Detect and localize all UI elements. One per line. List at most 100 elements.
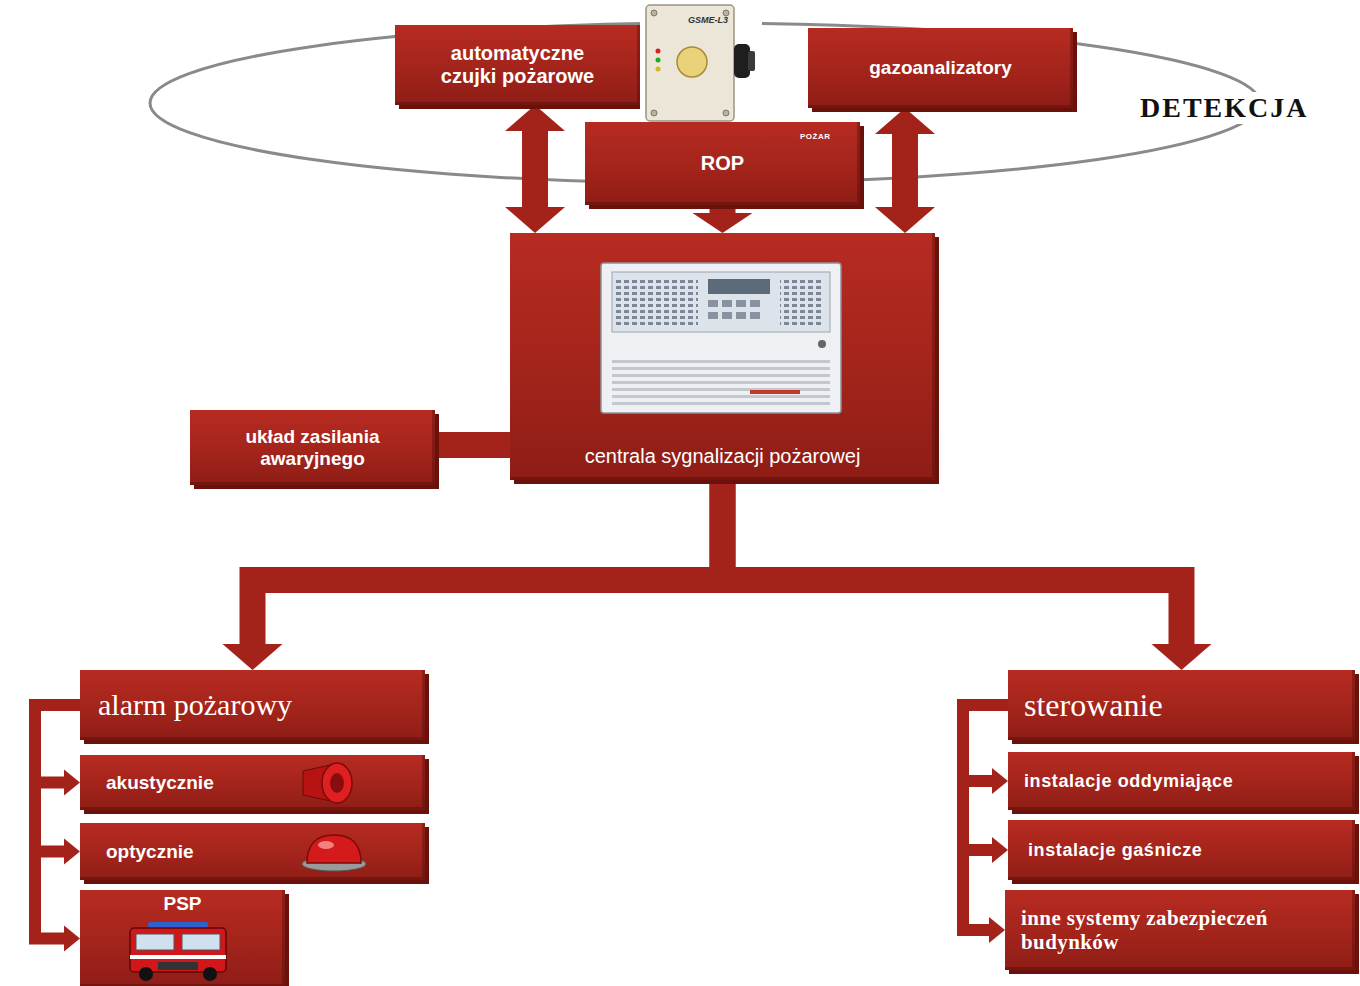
detector-box: automatyczne czujki pożarowe [395,25,640,105]
connector-arrow [963,705,1008,943]
connector-arrow [35,705,80,952]
box-text: PSP [90,893,275,915]
decor-rect [130,928,226,972]
decor-path [307,835,361,863]
arrow-head [875,207,935,233]
decor-circle [723,110,729,116]
box-text: optycznie [106,841,285,863]
control-panel-picture [600,262,842,414]
decor-rect [601,263,841,413]
connector-shaft [963,705,1008,850]
connector-shaft [892,134,918,207]
connector-shaft [522,131,548,207]
connector-shaft [963,705,1008,781]
connector-shaft [35,705,80,939]
connector-shaft [35,705,80,783]
box-text: centrala sygnalizacji pożarowej [520,445,925,468]
arrow-head [64,839,80,865]
connector-arrow [963,705,1008,794]
fire-brigade-box: PSP [80,890,285,986]
decor-circle [651,10,657,16]
decor-rect [616,278,698,326]
connector-arrow [223,480,723,670]
control-header-box: sterowanie [1008,670,1355,740]
decor-circle [651,110,657,116]
box-text: ROP [668,152,778,175]
box-text: inne systemy zabezpieczeń budynków [1021,906,1276,954]
arrow-head [223,644,283,670]
connector-shaft [710,205,736,213]
connector-arrow [35,705,80,796]
connector-shaft [253,480,723,644]
decor-rect [750,390,800,394]
power-supply-box: układ zasilania awaryjnego [190,410,435,485]
decor-rect [722,312,732,319]
connector-arrow [875,108,935,233]
decor-rect [780,278,824,326]
decor-rect [736,300,746,307]
connector-arrow [723,480,1212,670]
decor-circle [656,67,661,72]
arrow-head [989,917,1005,943]
section-label: DETEKCJA [1136,92,1312,124]
box-text: układ zasilania awaryjnego [218,426,408,470]
connector-arrow [693,205,753,233]
decor-circle [656,49,661,54]
device-model-label: GSME-L3 [688,15,728,25]
arrow-head [875,108,935,134]
connector-shaft [963,705,1008,930]
decor-rect [734,44,750,78]
decor-ellipse [318,841,334,849]
gas-analyzer-box: gazoanalizatory [808,28,1073,108]
extinguishing-box: instalacje gaśnicze [1008,820,1355,880]
arrow-head [64,926,80,952]
decor-rect [750,312,760,319]
decor-ellipse [322,763,352,803]
connector-shaft [723,480,1182,644]
siren-picture [295,759,365,807]
arrow-head [992,837,1008,863]
decor-circle [139,967,153,981]
box-text: gazoanalizatory [818,57,1063,79]
connector-arrow [35,705,80,865]
arrow-head [693,213,753,233]
decor-rect [612,356,830,406]
connector-arrow [505,105,565,233]
decor-circle [677,47,707,77]
decor-rect [708,312,718,319]
decor-rect [136,934,174,950]
box-text: instalacje oddymiające [1024,771,1345,792]
device-caption-label: POŻAR [800,132,831,141]
arrow-head [64,770,80,796]
decor-rect [148,922,208,928]
optical-box: optycznie [80,823,425,880]
box-text: akustycznie [106,772,285,794]
connector-shaft [435,432,510,458]
decor-circle [656,58,661,63]
decor-circle [818,340,826,348]
decor-rect [612,272,830,332]
box-text: sterowanie [1024,687,1345,724]
arrow-head [992,768,1008,794]
connector-shaft [35,705,80,852]
decor-rect [708,279,770,294]
arrow-head [505,207,565,233]
decor-ellipse [330,773,344,793]
box-text: alarm pożarowy [98,688,415,723]
decor-rect [646,5,734,121]
decor-rect [158,962,198,970]
decor-rect [130,955,226,959]
other-systems-box: inne systemy zabezpieczeń budynków [1005,890,1355,970]
fire-truck-picture [128,920,228,982]
box-text: automatyczne czujki pożarowe [423,42,613,88]
decor-circle [203,967,217,981]
beacon-picture [298,829,370,873]
connector-arrow [963,705,1008,863]
decor-rect [736,312,746,319]
decor-rect [640,0,762,127]
control-panel-box: centrala sygnalizacji pożarowej [510,233,935,480]
acoustic-box: akustycznie [80,755,425,810]
decor-rect [722,300,732,307]
decor-rect [748,51,755,71]
